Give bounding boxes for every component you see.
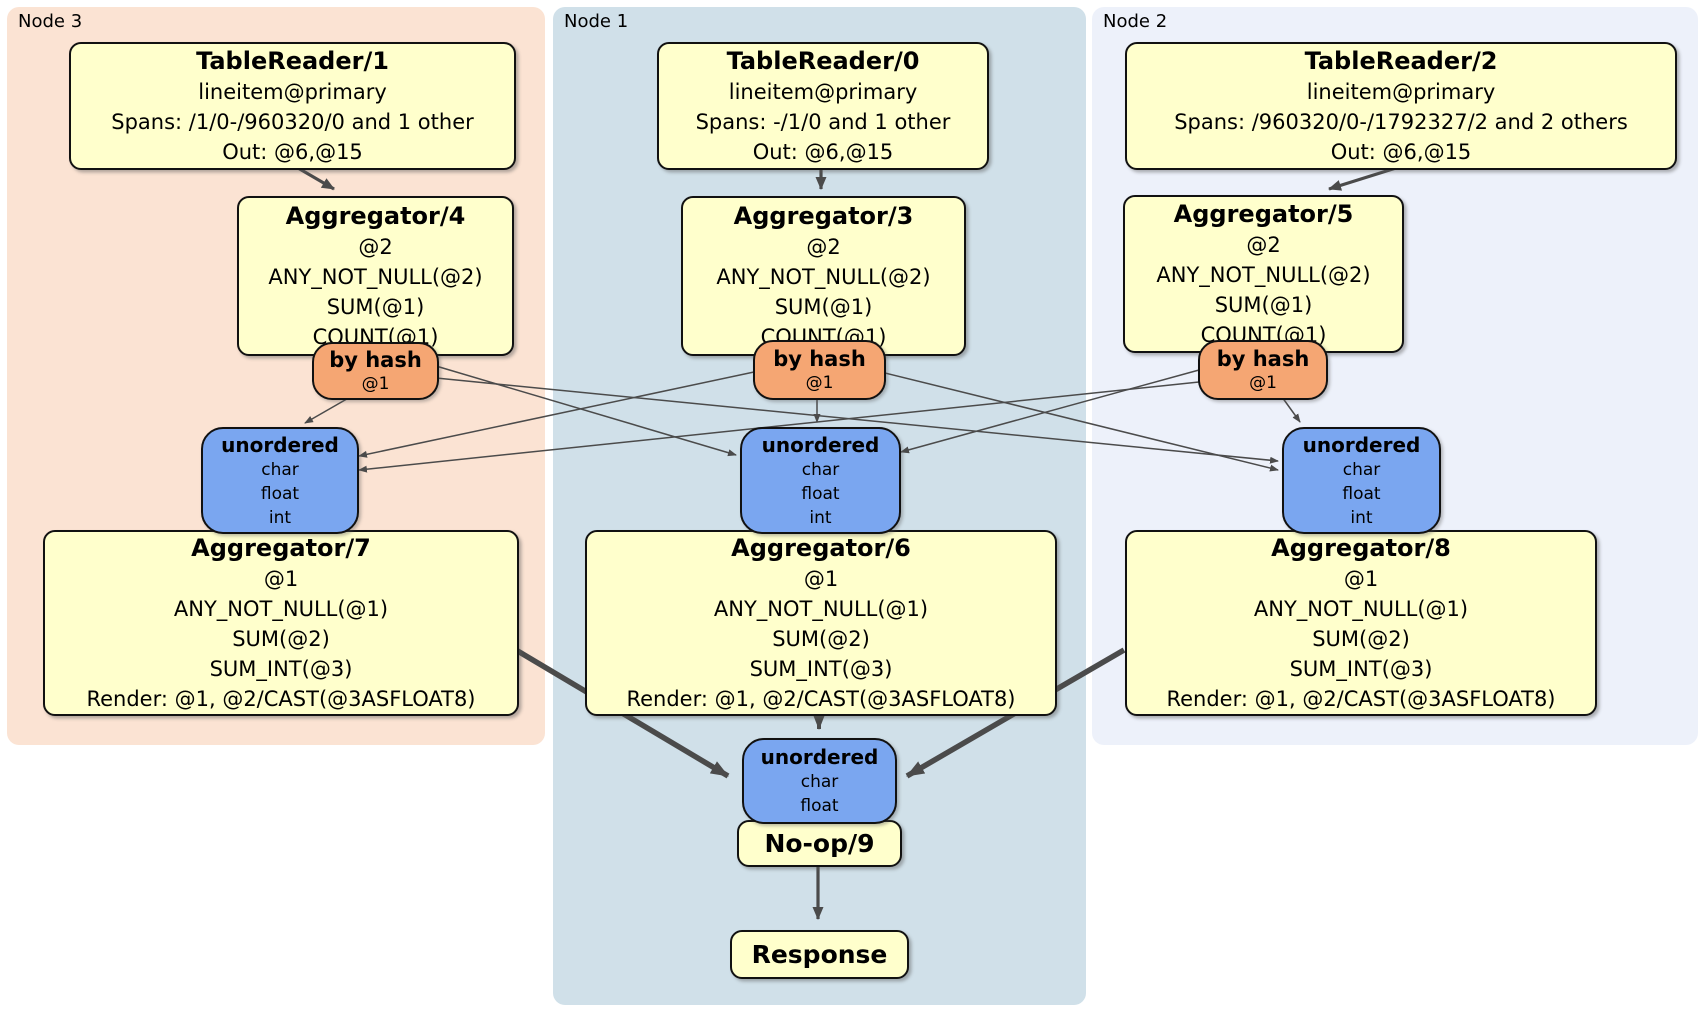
agg-fn-label: ANY_NOT_NULL(@1) xyxy=(713,597,929,621)
index-label: lineitem@primary xyxy=(198,80,387,104)
index-label: lineitem@primary xyxy=(1306,80,1496,104)
out-label: Out: @6,@15 xyxy=(1330,140,1472,164)
processor-title: Response xyxy=(751,939,888,969)
aggregator-5-box: Aggregator/5 @2 ANY_NOT_NULL(@2) SUM(@1)… xyxy=(1123,195,1404,353)
group-cols-label: @2 xyxy=(1246,233,1281,257)
edge-hashR-syncL xyxy=(358,381,1200,473)
sync-type: float xyxy=(1342,483,1381,504)
group-cols-label: @2 xyxy=(358,235,393,259)
processor-title: No-op/9 xyxy=(764,828,875,858)
sync-type: int xyxy=(268,507,292,528)
spans-label: Spans: /1/0-/960320/0 and 1 other xyxy=(111,110,474,134)
aggregator-4-box: Aggregator/4 @2 ANY_NOT_NULL(@2) SUM(@1)… xyxy=(237,196,514,356)
out-label: Out: @6,@15 xyxy=(222,140,363,164)
tablereader-1-box: TableReader/1 lineitem@primary Spans: /1… xyxy=(69,42,516,170)
edge-hashM-syncR xyxy=(880,371,1279,472)
spans-label: Spans: /960320/0-/1792327/2 and 2 others xyxy=(1174,110,1628,134)
response-box: Response xyxy=(730,930,909,979)
sync-type: float xyxy=(260,483,300,504)
render-label: Render: @1, @2/CAST(@3ASFLOAT8) xyxy=(626,687,1016,711)
agg-fn-label: ANY_NOT_NULL(@2) xyxy=(1156,263,1371,287)
agg-fn-label: SUM_INT(@3) xyxy=(749,657,893,681)
aggregator-3-box: Aggregator/3 @2 ANY_NOT_NULL(@2) SUM(@1)… xyxy=(681,196,966,356)
unordered-sync-node1: unordered char float int xyxy=(740,427,901,534)
processor-title: Aggregator/6 xyxy=(731,534,911,562)
agg-fn-label: ANY_NOT_NULL(@2) xyxy=(268,265,483,289)
agg-fn-label: SUM(@1) xyxy=(326,295,425,319)
sync-type: float xyxy=(801,483,840,504)
edge-hashR-syncM xyxy=(900,369,1200,454)
hash-router-node3: by hash @1 xyxy=(312,342,439,400)
router-title: by hash xyxy=(773,347,866,371)
group-cols-label: @2 xyxy=(806,235,841,259)
render-label: Render: @1, @2/CAST(@3ASFLOAT8) xyxy=(1166,687,1556,711)
agg-fn-label: SUM_INT(@3) xyxy=(1289,657,1433,681)
processor-title: Aggregator/7 xyxy=(191,534,371,562)
processor-title: Aggregator/3 xyxy=(733,202,914,230)
aggregator-6-box: Aggregator/6 @1 ANY_NOT_NULL(@1) SUM(@2)… xyxy=(585,530,1057,716)
agg-fn-label: SUM(@2) xyxy=(1312,627,1410,651)
sync-type: char xyxy=(800,772,839,792)
edge-hashM-syncL xyxy=(358,371,755,458)
agg-fn-label: SUM(@2) xyxy=(232,627,330,651)
out-label: Out: @6,@15 xyxy=(752,140,894,164)
spans-label: Spans: -/1/0 and 1 other xyxy=(695,110,951,134)
noop-9-box: No-op/9 xyxy=(737,820,902,867)
edge-hashL-syncR xyxy=(435,377,1279,464)
processor-title: TableReader/2 xyxy=(1304,47,1498,75)
processor-title: Aggregator/5 xyxy=(1173,200,1354,228)
tablereader-0-box: TableReader/0 lineitem@primary Spans: -/… xyxy=(657,42,989,170)
router-cols: @1 xyxy=(805,373,834,393)
aggregator-8-box: Aggregator/8 @1 ANY_NOT_NULL(@1) SUM(@2)… xyxy=(1125,530,1597,716)
index-label: lineitem@primary xyxy=(728,80,918,104)
group-cols-label: @1 xyxy=(803,567,839,591)
sync-type: float xyxy=(800,796,839,816)
processor-title: TableReader/0 xyxy=(726,47,920,75)
agg-fn-label: SUM(@1) xyxy=(1214,293,1313,317)
edge-tr2-agg5 xyxy=(1328,166,1397,191)
sync-title: unordered xyxy=(221,432,339,457)
edge-hashL-syncL xyxy=(304,395,353,424)
sync-title: unordered xyxy=(761,432,880,457)
agg-fn-label: SUM(@2) xyxy=(772,627,870,651)
router-cols: @1 xyxy=(361,374,390,394)
tablereader-2-box: TableReader/2 lineitem@primary Spans: /9… xyxy=(1125,42,1677,170)
sync-type: int xyxy=(1350,507,1373,528)
router-title: by hash xyxy=(1216,347,1310,371)
router-cols: @1 xyxy=(1249,373,1277,393)
agg-fn-label: ANY_NOT_NULL(@1) xyxy=(173,597,389,621)
unordered-sync-node2: unordered char float int xyxy=(1282,427,1441,534)
group-cols-label: @1 xyxy=(1343,567,1379,591)
processor-title: TableReader/1 xyxy=(196,47,389,75)
processor-title: Aggregator/8 xyxy=(1271,534,1451,562)
agg-fn-label: ANY_NOT_NULL(@1) xyxy=(1253,597,1469,621)
unordered-sync-final: unordered char float xyxy=(742,738,897,824)
sync-type: char xyxy=(261,459,299,480)
unordered-sync-node3: unordered char float int xyxy=(201,427,359,534)
render-label: Render: @1, @2/CAST(@3ASFLOAT8) xyxy=(86,687,476,711)
node1-label: Node 1 xyxy=(564,11,629,32)
edge-hashL-syncM xyxy=(435,365,737,457)
aggregator-7-box: Aggregator/7 @1 ANY_NOT_NULL(@1) SUM(@2)… xyxy=(43,530,519,716)
hash-router-node2: by hash @1 xyxy=(1198,340,1328,400)
agg-fn-label: SUM(@1) xyxy=(774,295,873,319)
agg-fn-label: SUM_INT(@3) xyxy=(209,657,353,681)
router-title: by hash xyxy=(329,348,422,372)
edge-tr1-agg4 xyxy=(297,166,335,191)
sync-title: unordered xyxy=(760,745,879,769)
sync-type: char xyxy=(801,459,840,480)
node2-label: Node 2 xyxy=(1103,11,1168,32)
hash-router-node1: by hash @1 xyxy=(753,340,886,400)
agg-fn-label: ANY_NOT_NULL(@2) xyxy=(716,265,931,289)
group-cols-label: @1 xyxy=(263,567,299,591)
sync-type: int xyxy=(809,507,832,528)
sync-title: unordered xyxy=(1302,432,1421,457)
processor-title: Aggregator/4 xyxy=(285,202,466,230)
sync-type: char xyxy=(1342,459,1381,480)
node3-label: Node 3 xyxy=(18,11,83,32)
edge-hashR-syncR xyxy=(1281,396,1301,423)
